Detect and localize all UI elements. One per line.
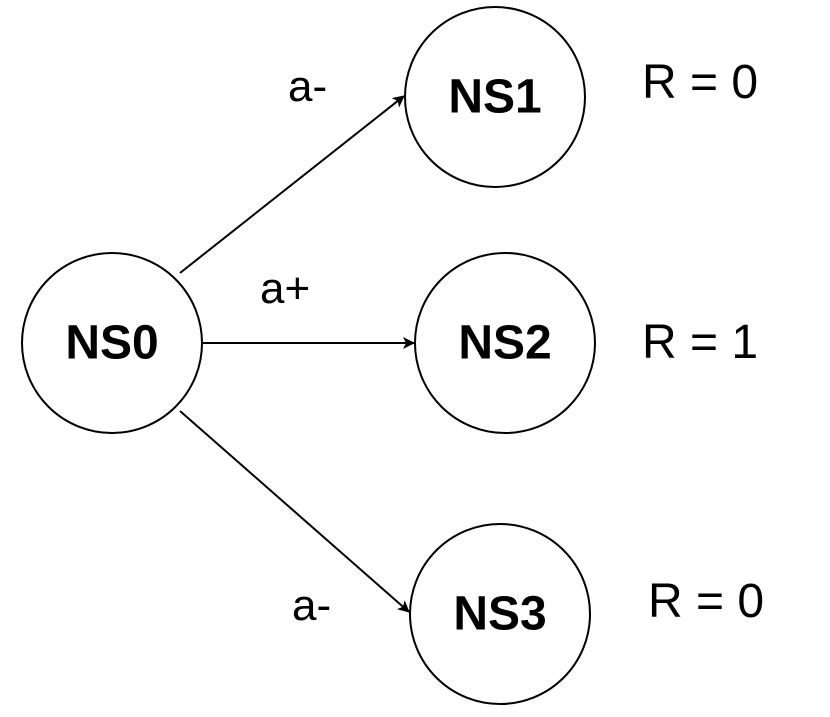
- node-ns0: NS0: [21, 252, 203, 434]
- node-ns3-circle: [409, 523, 591, 705]
- edge-label-ns0-ns1: a-: [288, 62, 327, 111]
- edge-label-ns0-ns2: a+: [260, 264, 310, 313]
- edge-ns0-ns3: [179, 410, 410, 613]
- node-ns1-circle: [404, 6, 586, 188]
- node-ns2-label: NS2: [458, 317, 551, 370]
- node-ns3-label: NS3: [453, 588, 546, 641]
- node-ns0-circle: [21, 252, 203, 434]
- reward-label-ns3: R = 0: [648, 575, 764, 628]
- edge-label-ns0-ns3: a-: [292, 581, 331, 630]
- reward-label-ns2: R = 1: [642, 316, 758, 369]
- node-ns1: NS1: [404, 6, 586, 188]
- node-ns2-circle: [414, 252, 596, 434]
- node-ns2: NS2: [414, 252, 596, 434]
- node-ns0-label: NS0: [65, 317, 158, 370]
- edge-ns0-ns1: [179, 95, 405, 274]
- reward-label-ns1: R = 0: [642, 56, 758, 109]
- node-ns3: NS3: [409, 523, 591, 705]
- node-ns1-label: NS1: [448, 71, 541, 124]
